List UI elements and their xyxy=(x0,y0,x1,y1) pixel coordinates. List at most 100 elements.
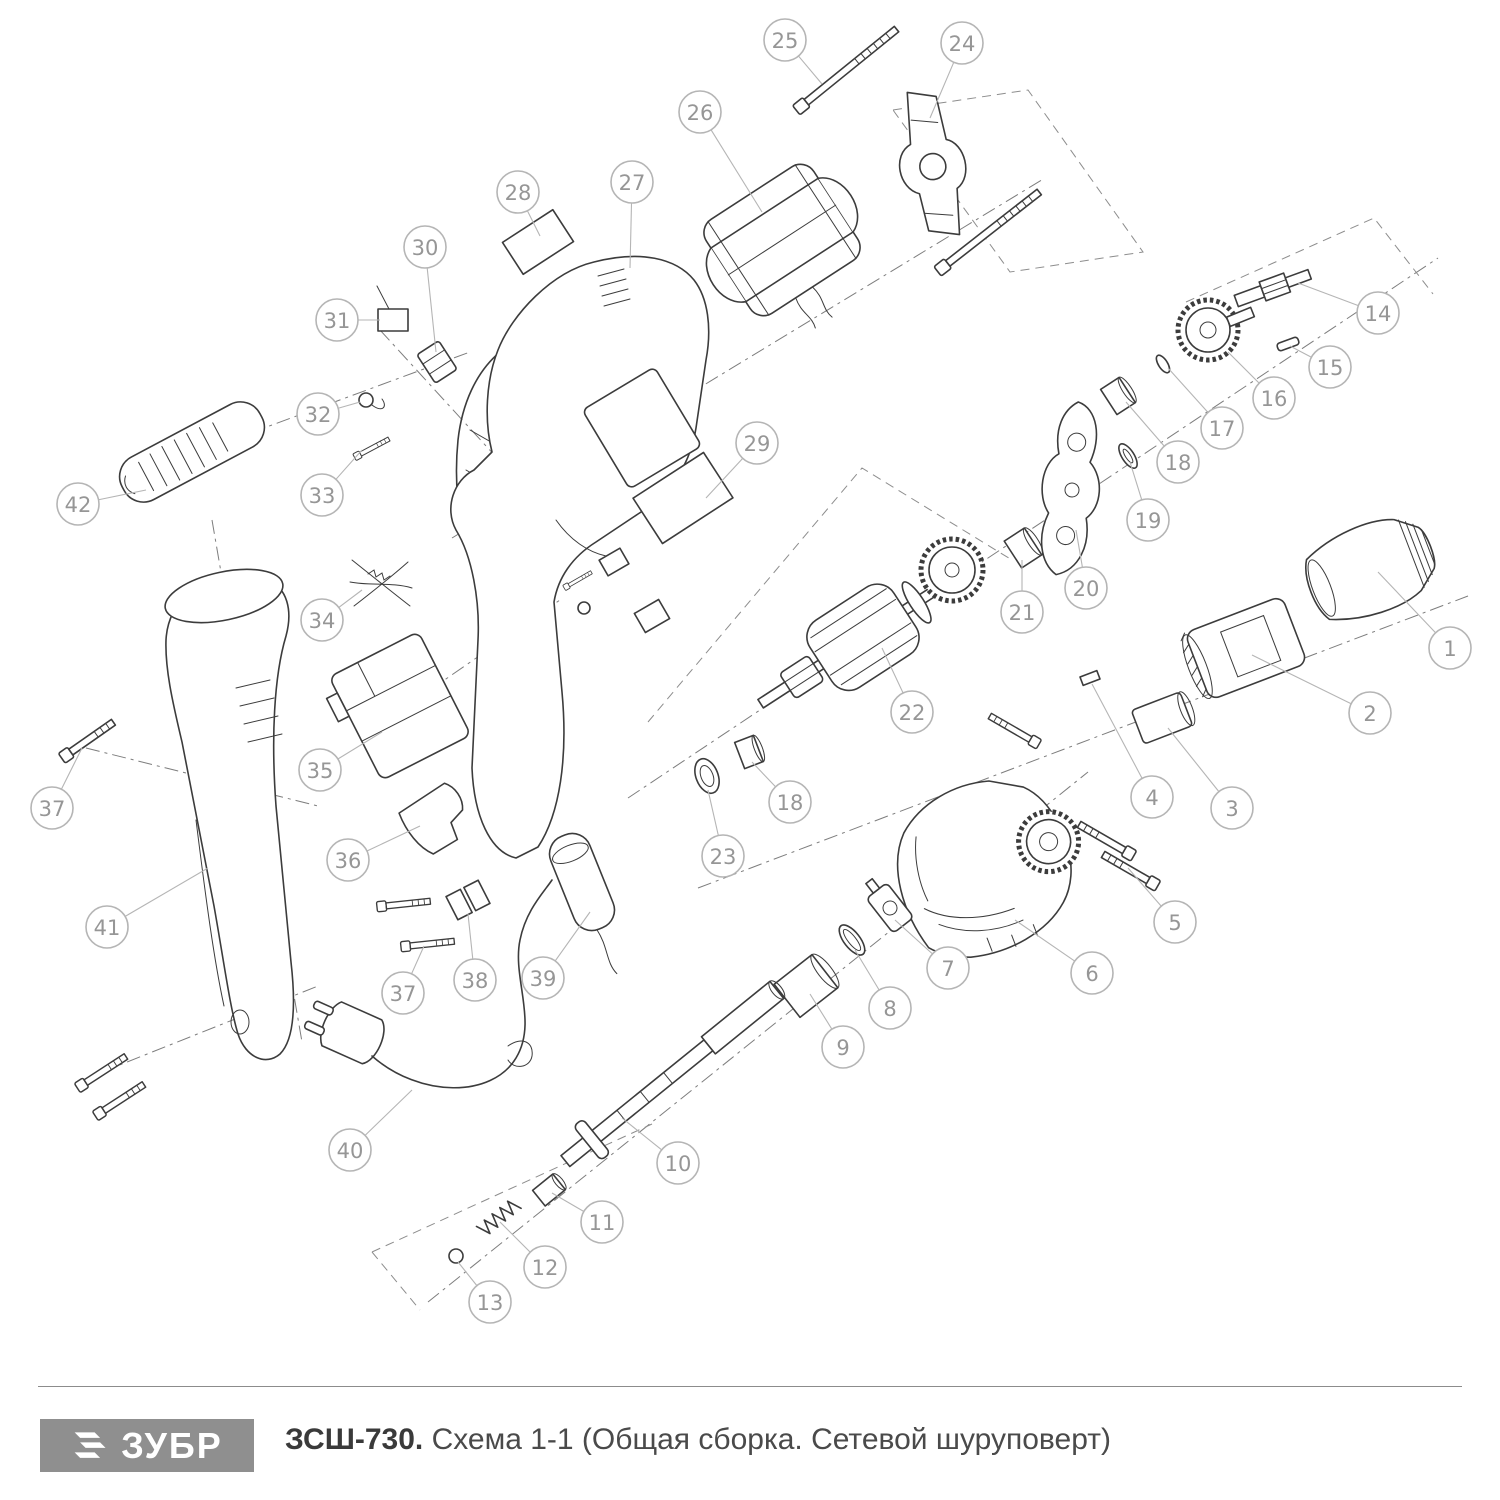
callout-number-15-14: 15 xyxy=(1317,356,1344,380)
callout-circle-41-42 xyxy=(85,905,129,949)
callout-leader-3-2 xyxy=(1167,727,1220,792)
callout-number-30-30: 30 xyxy=(412,236,439,260)
callout-circle-8-7 xyxy=(868,986,912,1030)
part-31-block xyxy=(376,285,409,332)
model-number: ЗСШ-730. xyxy=(285,1423,424,1456)
part-32-screw-hook xyxy=(358,392,385,410)
callout-circle-33-33 xyxy=(300,473,344,517)
callout-leader-22-21 xyxy=(881,647,904,694)
callout-leader-41-42 xyxy=(124,867,209,917)
callout-circle-10-9 xyxy=(656,1141,700,1185)
part-34-wires xyxy=(349,559,413,607)
callout-number-16-15: 16 xyxy=(1261,387,1288,411)
callout-circle-9-8 xyxy=(821,1025,865,1069)
callout-number-40-41: 40 xyxy=(337,1139,364,1163)
part-17-washer xyxy=(1155,354,1171,374)
part-13-ball xyxy=(448,1248,464,1264)
callout-leader-30-30 xyxy=(426,267,437,353)
callout-number-17-16: 17 xyxy=(1209,417,1236,441)
callout-number-4-3: 4 xyxy=(1145,786,1158,810)
callout-number-32-32: 32 xyxy=(305,403,332,427)
part-39-capacitor xyxy=(548,832,618,975)
part-19-washer xyxy=(1118,443,1138,469)
callout-circle-2-1 xyxy=(1348,691,1392,735)
part-36-trigger xyxy=(398,782,464,855)
part-37-screw-c xyxy=(73,1051,130,1094)
callout-number-24-24: 24 xyxy=(949,32,976,56)
callout-circle-20-19 xyxy=(1064,566,1108,610)
callout-number-27-27: 27 xyxy=(619,171,646,195)
assembly-boundaries xyxy=(371,89,1434,1311)
callout-circle-34-34 xyxy=(300,598,344,642)
callout-circle-23-22 xyxy=(701,834,745,878)
callout-circle-35-35 xyxy=(298,748,342,792)
part-15-key xyxy=(1276,336,1300,352)
callout-circle-26-26 xyxy=(678,90,722,134)
callout-number-12-11: 12 xyxy=(532,1256,559,1280)
callout-circle-22-21 xyxy=(890,690,934,734)
part-30-latch xyxy=(417,341,457,383)
callout-number-35-35: 35 xyxy=(307,759,334,783)
callout-leader-37-38 xyxy=(411,945,425,975)
callout-circle-14-13 xyxy=(1356,291,1400,335)
part-23-bearing xyxy=(694,757,720,795)
callout-leader-34-34 xyxy=(338,589,363,608)
callout-number-14-13: 14 xyxy=(1365,302,1392,326)
callout-circle-21-20 xyxy=(1000,590,1044,634)
part-16-gear xyxy=(1175,297,1256,363)
callout-circle-37-37 xyxy=(30,786,74,830)
callout-leader-17-16 xyxy=(1167,367,1209,413)
callout-number-42-43: 42 xyxy=(65,493,92,517)
footer: ЗУБР ЗСШ-730. Схема 1-1 (Общая сборка. С… xyxy=(0,1386,1500,1500)
part-41-handle xyxy=(164,568,295,1061)
callout-circle-6-5 xyxy=(1070,951,1114,995)
construction-axes xyxy=(85,177,1469,1303)
callout-circle-27-27 xyxy=(610,160,654,204)
callout-number-11-10: 11 xyxy=(589,1211,616,1235)
part-2-clutch-sleeve xyxy=(1180,597,1306,700)
callout-leader-28-28 xyxy=(526,210,541,237)
part-37-screw-b1 xyxy=(375,895,432,913)
zubr-logo-icon xyxy=(74,1431,106,1458)
callout-leader-12-11 xyxy=(499,1221,531,1253)
callout-leader-5-4 xyxy=(1127,867,1162,907)
part-35-switch xyxy=(325,633,469,779)
callout-leader-42-43 xyxy=(98,489,147,501)
callout-number-5-4: 5 xyxy=(1168,911,1181,935)
callout-number-33-33: 33 xyxy=(309,484,336,508)
callout-circle-19-18 xyxy=(1126,498,1170,542)
callout-leader-18-17 xyxy=(1125,401,1165,447)
callout-number-38-39: 38 xyxy=(462,969,489,993)
part-26-stator xyxy=(703,163,861,329)
callout-leader-33-33 xyxy=(335,449,363,480)
callout-leader-11-10 xyxy=(551,1192,585,1212)
part-25-screw-1 xyxy=(791,23,902,116)
callout-number-2-1: 2 xyxy=(1363,702,1376,726)
part-40-power-cord xyxy=(303,879,553,1089)
callout-leader-25-25 xyxy=(798,55,823,85)
part-27-motor-housing xyxy=(450,255,710,859)
diagram-title: ЗСШ-730. Схема 1-1 (Общая сборка. Сетево… xyxy=(285,1423,1111,1457)
callout-number-19-18: 19 xyxy=(1135,509,1162,533)
callout-leader-14-13 xyxy=(1297,282,1359,307)
callout-leader-7-6 xyxy=(894,919,933,955)
footer-rule xyxy=(38,1386,1462,1387)
callout-number-8-7: 8 xyxy=(883,997,896,1021)
callout-circle-18-17 xyxy=(1156,440,1200,484)
part-7-clutch-dog xyxy=(865,877,913,933)
callout-number-7-6: 7 xyxy=(941,957,954,981)
callout-circle-37-38 xyxy=(381,971,425,1015)
part-10-spindle xyxy=(560,980,786,1168)
callout-leader-24-24 xyxy=(929,62,955,119)
scheme-title: Схема 1-1 (Общая сборка. Сетевой шурупов… xyxy=(423,1423,1111,1456)
part-11-bushing xyxy=(531,1173,567,1207)
callout-number-23-22: 23 xyxy=(710,845,737,869)
part-9-cylinder xyxy=(773,953,840,1019)
brand-name: ЗУБР xyxy=(121,1424,223,1466)
callout-leader-18-23 xyxy=(751,761,776,788)
callout-leader-38-39 xyxy=(467,913,474,960)
callout-circle-38-39 xyxy=(453,958,497,1002)
callout-number-6-5: 6 xyxy=(1085,962,1098,986)
callout-leader-9-8 xyxy=(809,993,833,1030)
